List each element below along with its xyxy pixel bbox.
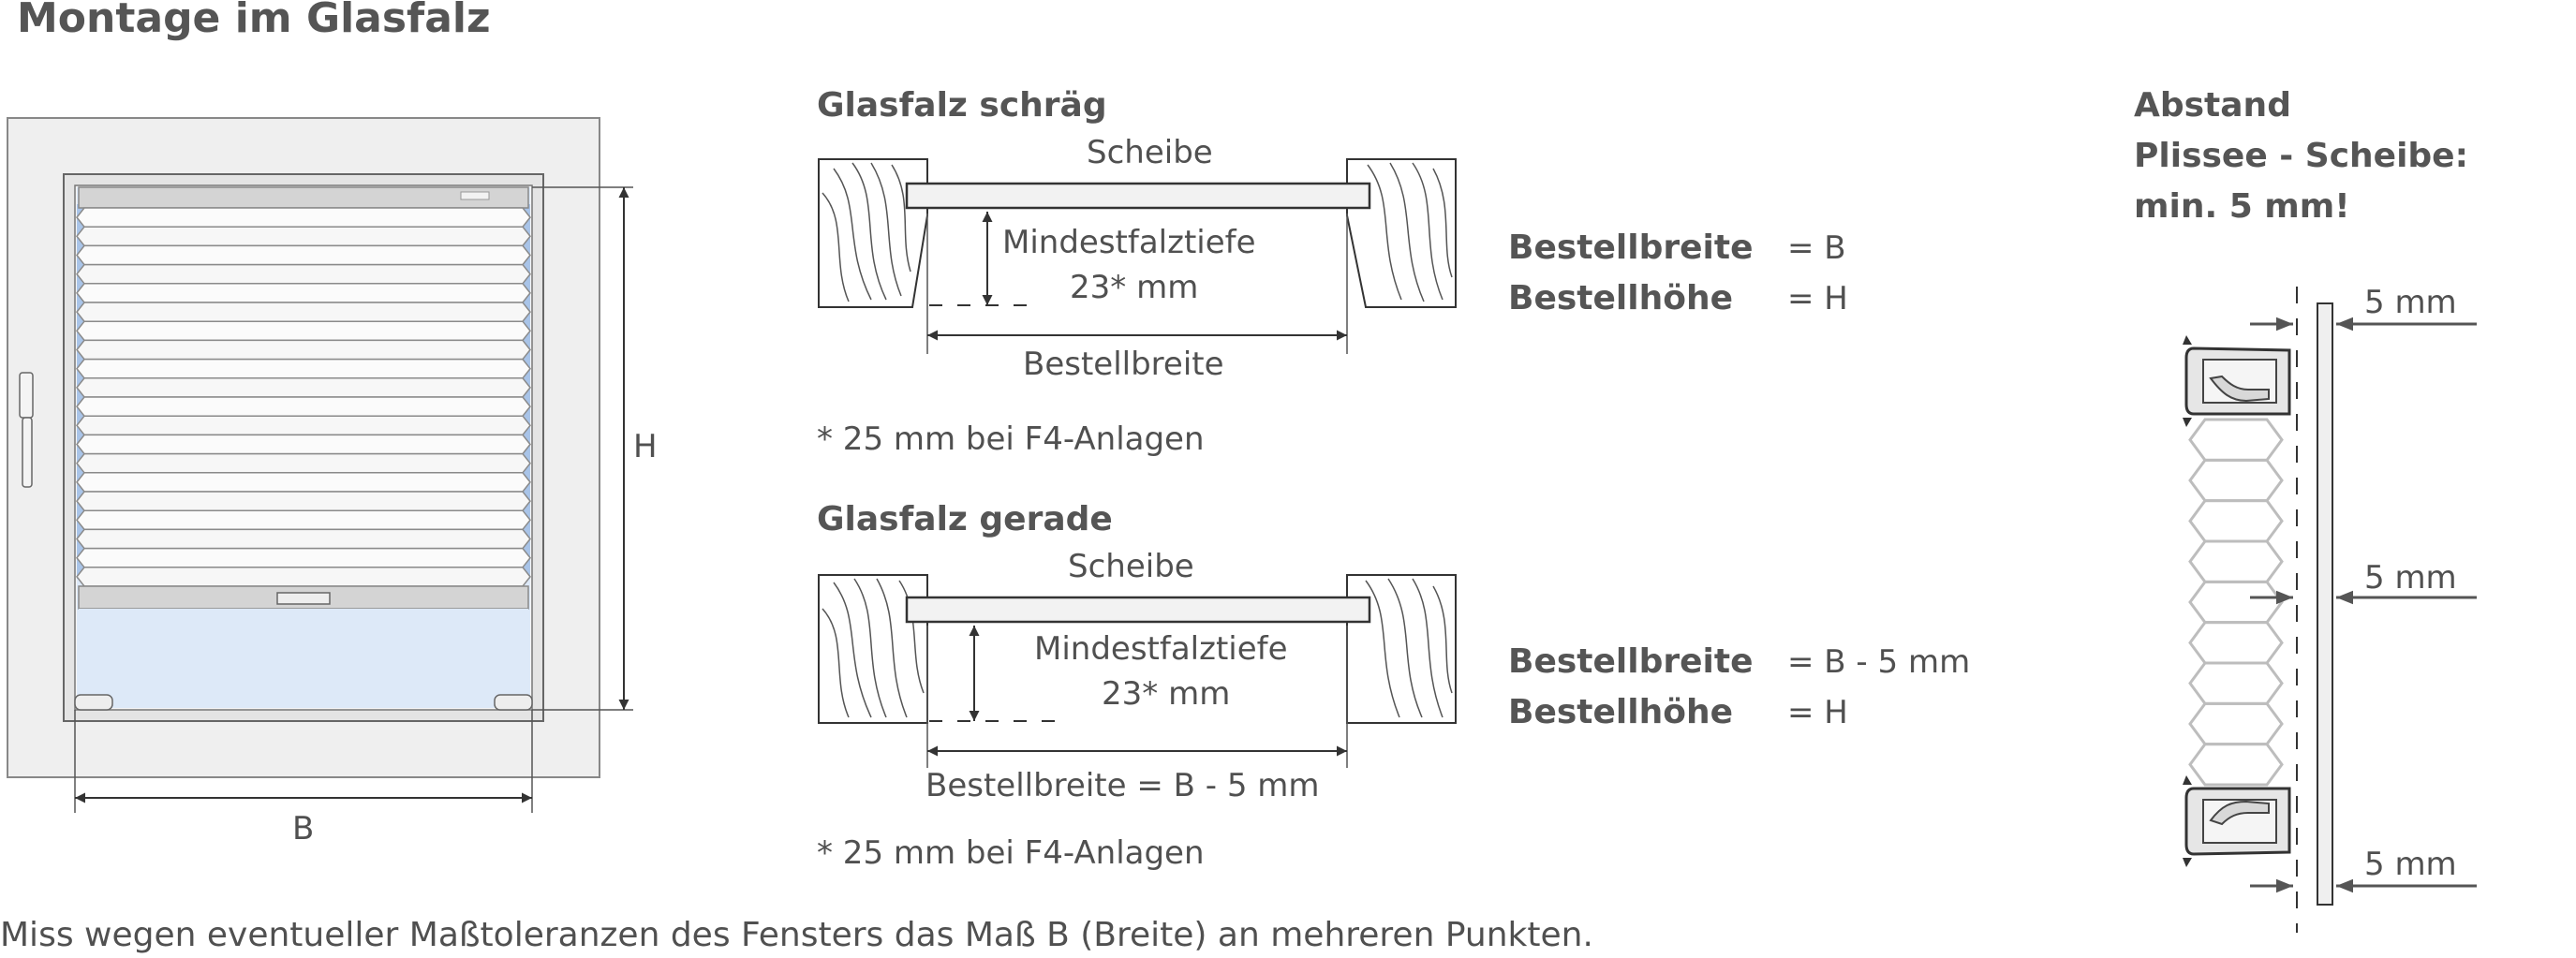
pleat-segment [76,547,531,568]
pleat-fabric [76,207,531,587]
depth-label-gerade-1: Mindestfalztiefe [1034,630,1288,668]
footer-note: Miss wegen eventueller Maßtoleranzen des… [0,916,1593,954]
pleat-segment [76,452,531,474]
honeycomb-cell [2188,621,2284,665]
order-width-label-gerade: Bestellbreite [1508,642,1754,681]
pleat-segment [76,283,531,303]
pleat-segment [76,377,531,398]
pleat-segment [76,358,531,379]
order-height-value-schraeg: = H [1787,280,1848,317]
page-title: Montage im Glasfalz [17,0,491,42]
distance-mid-label: 5 mm [2364,559,2457,597]
footnote-gerade: * 25 mm bei F4-Anlagen [817,834,1205,872]
section-glasfalz-gerade: Glasfalz gerade Scheibe Mindestfalztiefe… [817,500,1970,872]
depth-label-schraeg-1: Mindestfalztiefe [1002,224,1256,261]
dimension-h-label: H [633,428,658,465]
pleat-segment [76,434,531,455]
honeycomb-cell [2188,580,2284,625]
depth-label-schraeg-2: 23* mm [1070,269,1198,306]
honeycomb-cell [2188,418,2284,462]
honeycomb-cell [2188,701,2284,746]
pleat-segment [76,415,531,436]
pleat-segment [76,339,531,361]
distance-top-label: 5 mm [2364,284,2457,321]
width-label-schraeg: Bestellbreite [1023,346,1224,383]
heading-glasfalz-gerade: Glasfalz gerade [817,500,1113,538]
order-height-value-gerade: = H [1787,694,1848,731]
pleat-segment [76,244,531,266]
order-height-label-gerade: Bestellhöhe [1508,693,1733,731]
pane-label-gerade: Scheibe [1068,548,1194,585]
top-profile-icon [2183,335,2291,427]
section-distance: Abstand Plissee - Scheibe: min. 5 mm! [2134,86,2477,933]
order-width-value-gerade: = B - 5 mm [1787,643,1970,681]
distance-bottom-label: 5 mm [2364,846,2457,883]
pleat-segment [76,320,531,342]
pleat-segment [76,396,531,417]
honeycomb-cell [2188,661,2284,705]
footnote-schraeg: * 25 mm bei F4-Anlagen [817,420,1205,458]
order-width-label-schraeg: Bestellbreite [1508,228,1754,267]
pleat-segment [76,567,531,587]
wood-block-left [818,158,928,308]
distance-title-1: Abstand [2134,86,2291,125]
honeycomb-cell [2188,499,2284,543]
order-width-value-schraeg: = B [1787,229,1846,267]
glass-pane-side [2317,302,2333,906]
section-glasfalz-schraeg: Glasfalz schräg Scheibe Mindestfalztiefe… [817,86,1848,458]
pleat-segment [76,528,531,550]
pleat-segment [76,302,531,322]
bracket-right [494,694,533,711]
pleat-segment [76,226,531,247]
glass-pane-gerade [905,596,1371,624]
distance-title-2: Plissee - Scheibe: [2134,137,2468,175]
pleat-segment [76,207,531,228]
pleat-segment [76,509,531,531]
window-illustration: H B [7,117,658,847]
bottom-profile-icon [2183,775,2291,867]
honeycomb-cell [2188,743,2284,787]
pleat-segment [76,472,531,493]
pleat-segment [76,263,531,285]
dimension-b-label: B [292,810,314,847]
honeycomb-cell [2188,539,2284,583]
glass-pane-schraeg [905,182,1371,210]
pane-label-schraeg: Scheibe [1087,134,1213,171]
distance-title-3: min. 5 mm! [2134,187,2350,226]
bottom-rail-handle [276,592,331,605]
depth-label-gerade-2: 23* mm [1102,675,1230,713]
window-handle-icon [19,372,34,488]
heading-glasfalz-schraeg: Glasfalz schräg [817,86,1107,125]
bracket-left [74,694,113,711]
pleat-honeycomb [2188,418,2284,787]
pleat-segment [76,491,531,511]
honeycomb-cell [2188,458,2284,503]
width-label-gerade: Bestellbreite = B - 5 mm [925,767,1320,804]
order-height-label-schraeg: Bestellhöhe [1508,279,1733,317]
